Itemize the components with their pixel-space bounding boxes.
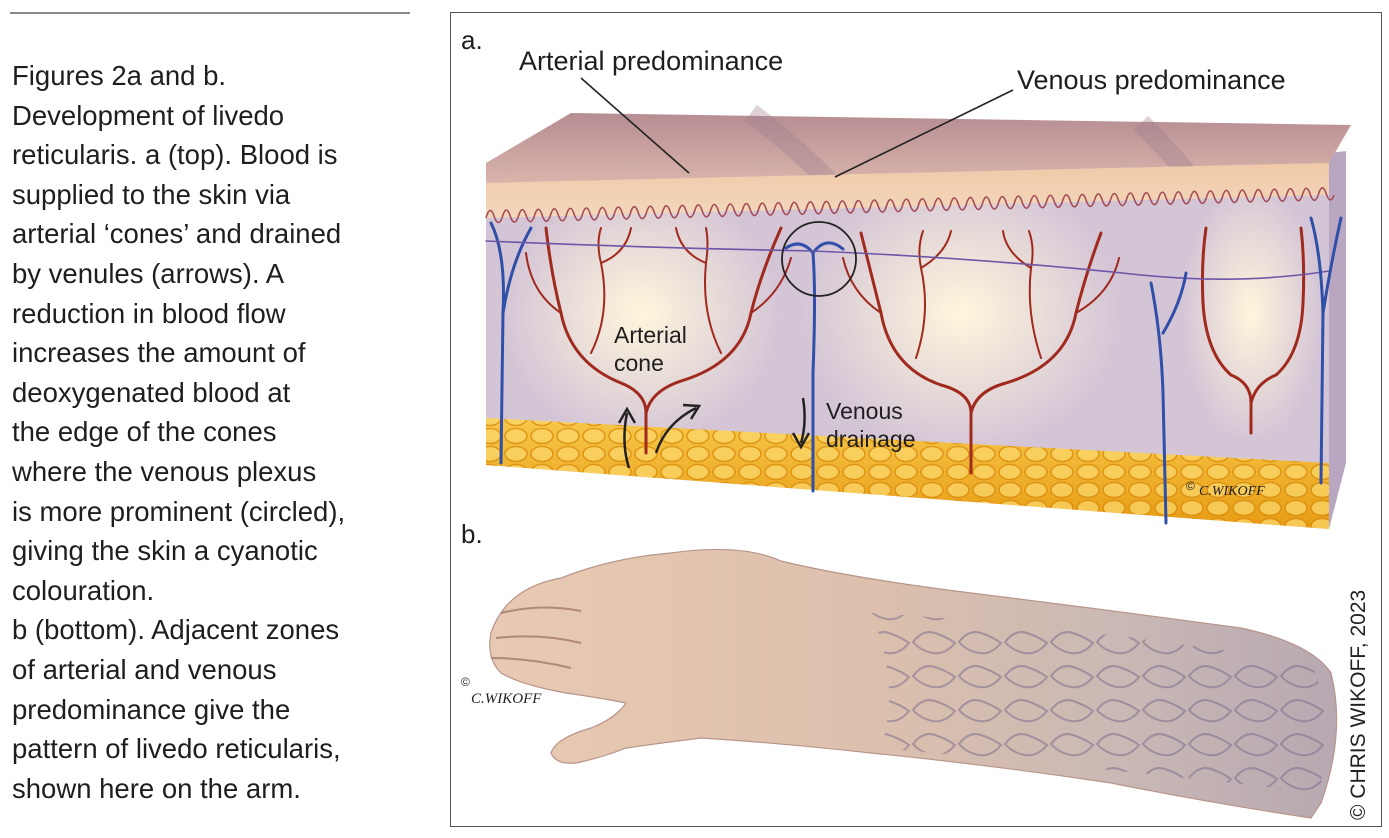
vein bbox=[1309, 216, 1343, 485]
caption-line: deoxygenated blood at bbox=[12, 376, 291, 408]
arterial-cone-label-line1: Arterial bbox=[614, 322, 687, 348]
venous-predominance-leader bbox=[834, 89, 1014, 178]
skin-block-diagram bbox=[485, 77, 1351, 529]
subpapillary-plexus bbox=[485, 240, 1330, 280]
artery bbox=[1200, 226, 1306, 435]
figure-frame: a. Arterial predominance Venous predomin… bbox=[450, 12, 1382, 827]
caption-line: of arterial and venous bbox=[12, 653, 277, 685]
venous-flow-arrow bbox=[799, 397, 806, 444]
caption-line: b (bottom). Adjacent zones bbox=[12, 614, 340, 646]
artery-branch bbox=[525, 252, 792, 314]
venous-drainage-label-line2: drainage bbox=[826, 426, 916, 452]
flow-arrows bbox=[617, 397, 811, 469]
finger-creases bbox=[490, 606, 582, 669]
arterial-zone bbox=[1181, 183, 1321, 443]
skin-block-side-face bbox=[1329, 151, 1346, 529]
artery-branch bbox=[675, 227, 722, 354]
caption-line: shown here on the arm. bbox=[12, 772, 301, 804]
epidermis-layer bbox=[486, 163, 1329, 218]
caption-line: pattern of livedo reticularis, bbox=[12, 733, 341, 765]
arterial-cones bbox=[525, 226, 1306, 475]
caption-line: increases the amount of bbox=[12, 337, 306, 369]
caption-line: the edge of the cones bbox=[12, 416, 277, 448]
panel-b-signature-symbol: © bbox=[461, 675, 470, 689]
venous-drainage-label-line1: Venous bbox=[826, 398, 903, 424]
skin-surface bbox=[486, 113, 1351, 183]
caption-body: Development of livedo reticularis. a (top… bbox=[12, 96, 412, 809]
arterial-flow-arrow bbox=[623, 412, 631, 469]
venous-plexus bbox=[485, 216, 1343, 525]
panel-a-signature: C.WIKOFF bbox=[1199, 484, 1265, 499]
caption-line: supplied to the skin via bbox=[12, 178, 291, 210]
artery-branch bbox=[590, 227, 632, 354]
panel-b-signature: C.WIKOFF bbox=[471, 691, 542, 707]
caption-line: colouration. bbox=[12, 574, 155, 606]
arterial-flow-arrow bbox=[654, 406, 697, 454]
arterial-zone bbox=[501, 183, 781, 443]
artery bbox=[969, 231, 1103, 415]
caption-line: where the venous plexus bbox=[12, 455, 317, 487]
dermal-papillae bbox=[485, 187, 1335, 224]
artery-branch bbox=[915, 230, 952, 359]
arterial-predominance-label: Arterial predominance bbox=[519, 46, 783, 76]
artery bbox=[859, 231, 973, 475]
caption-line: by venules (arrows). A bbox=[12, 257, 285, 289]
artery-branch bbox=[842, 257, 1120, 314]
caption-line: predominance give the bbox=[12, 693, 291, 725]
venous-plexus-circle bbox=[781, 221, 857, 297]
caption-title: Figures 2a and b. bbox=[12, 60, 227, 91]
artery bbox=[544, 226, 648, 455]
caption-line: arterial ‘cones’ and drained bbox=[12, 218, 342, 250]
vein bbox=[489, 221, 533, 465]
arm-illustration bbox=[489, 548, 1338, 819]
arterial-predominance-leader bbox=[580, 77, 690, 174]
caption-line: Development of livedo bbox=[12, 99, 285, 131]
arrow-head bbox=[791, 432, 811, 450]
livedo-reticularis-pattern bbox=[871, 613, 1326, 793]
panel-a-label: a. bbox=[461, 25, 483, 55]
artery-branch bbox=[1002, 230, 1042, 359]
arterial-cone-label-line2: cone bbox=[614, 350, 664, 376]
arrow-head bbox=[617, 406, 637, 424]
figure-illustration: a. Arterial predominance Venous predomin… bbox=[461, 25, 1351, 819]
top-rule bbox=[10, 12, 410, 14]
caption-line: reticularis. a (top). Blood is bbox=[12, 139, 338, 171]
panel-b-label: b. bbox=[461, 519, 483, 549]
panel-a-signature-symbol: © bbox=[1186, 479, 1195, 493]
venous-predominance-label: Venous predominance bbox=[1017, 65, 1286, 95]
vein bbox=[1149, 271, 1188, 525]
copyright-notice: © CHRIS WIKOFF, 2023 bbox=[1347, 589, 1370, 820]
artery bbox=[644, 226, 783, 415]
caption-line: reduction in blood flow bbox=[12, 297, 286, 329]
arterial-zone bbox=[801, 173, 1121, 453]
caption-line: is more prominent (circled), bbox=[12, 495, 346, 527]
fat-cells bbox=[486, 418, 1329, 529]
figure-caption: Figures 2a and b. Development of livedo r… bbox=[12, 56, 412, 808]
arrow-head bbox=[682, 403, 702, 420]
caption-line: giving the skin a cyanotic bbox=[12, 535, 318, 567]
